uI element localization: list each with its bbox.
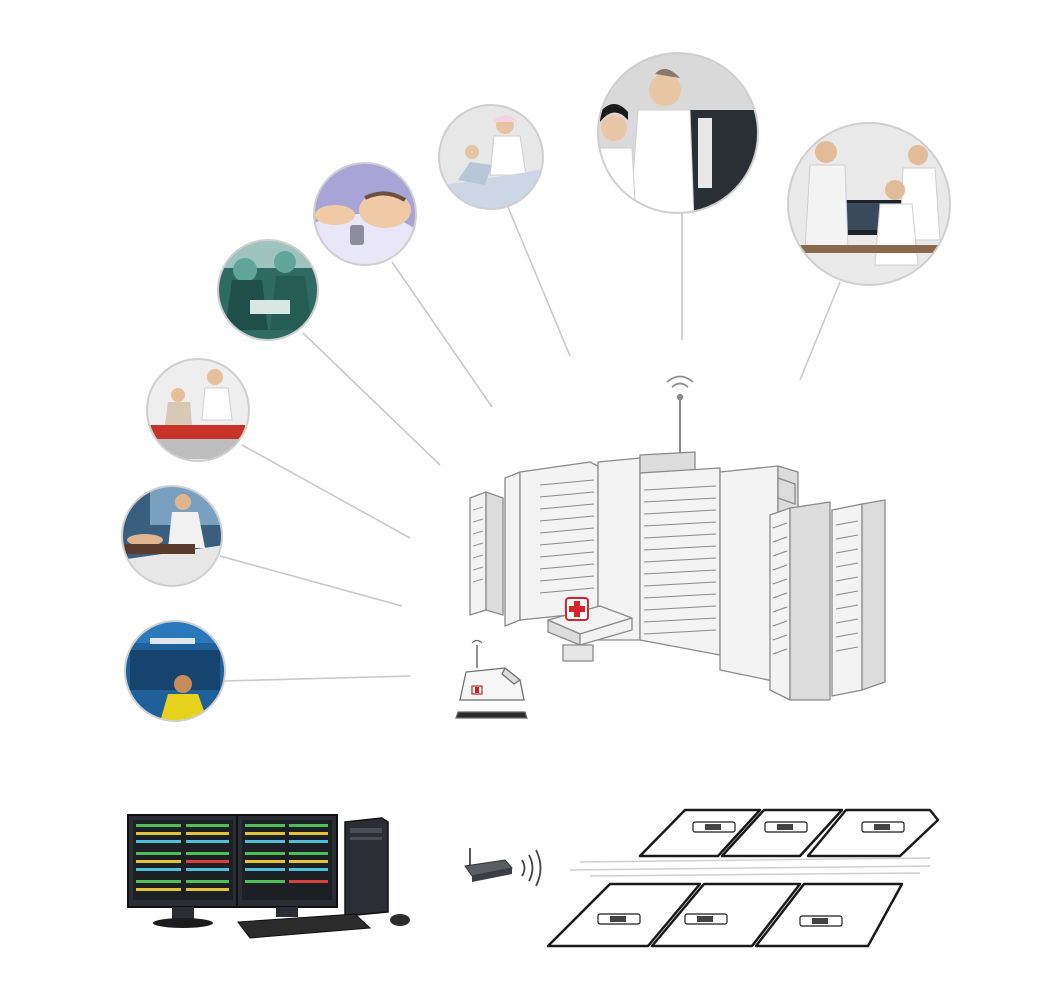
doctor-consultation-photo: [787, 122, 951, 286]
mouse: [390, 914, 410, 926]
ward-room: [720, 808, 844, 858]
keyboard: [237, 913, 372, 939]
connector-line: [799, 281, 841, 381]
red-cross-icon: [565, 597, 589, 621]
ambulance-crew-photo: [124, 620, 226, 722]
connector-line: [302, 332, 441, 466]
monitor-right: [236, 814, 338, 917]
wifi-signal-icon: [471, 639, 483, 644]
connector-line: [224, 675, 411, 682]
wifi-signal-icon: [521, 849, 542, 887]
bedside-exam-photo: [121, 485, 223, 587]
ward-room: [806, 808, 940, 858]
operating-room-photo: [217, 239, 319, 341]
central-station-photo: [597, 52, 759, 214]
computer-tower: [344, 817, 389, 917]
wireless-router: [464, 848, 542, 887]
ambulance-vehicle: [455, 639, 528, 719]
ward-nursing-photo: [438, 104, 544, 210]
neonatal-care-photo: [313, 162, 417, 266]
connector-line: [507, 206, 571, 357]
monitor-left: [127, 814, 239, 928]
ward-floor-plan: [546, 808, 940, 948]
connector-line: [391, 261, 493, 408]
central-monitoring-workstation: [127, 814, 410, 939]
hospital-building: [469, 375, 886, 701]
patient-bed: [597, 821, 905, 927]
connector-line: [219, 555, 403, 607]
wifi-signal-icon: [666, 375, 694, 388]
connector-line: [241, 444, 411, 539]
connector-lines: [219, 206, 841, 682]
emergency-care-photo: [146, 358, 250, 462]
ward-room: [754, 882, 904, 948]
